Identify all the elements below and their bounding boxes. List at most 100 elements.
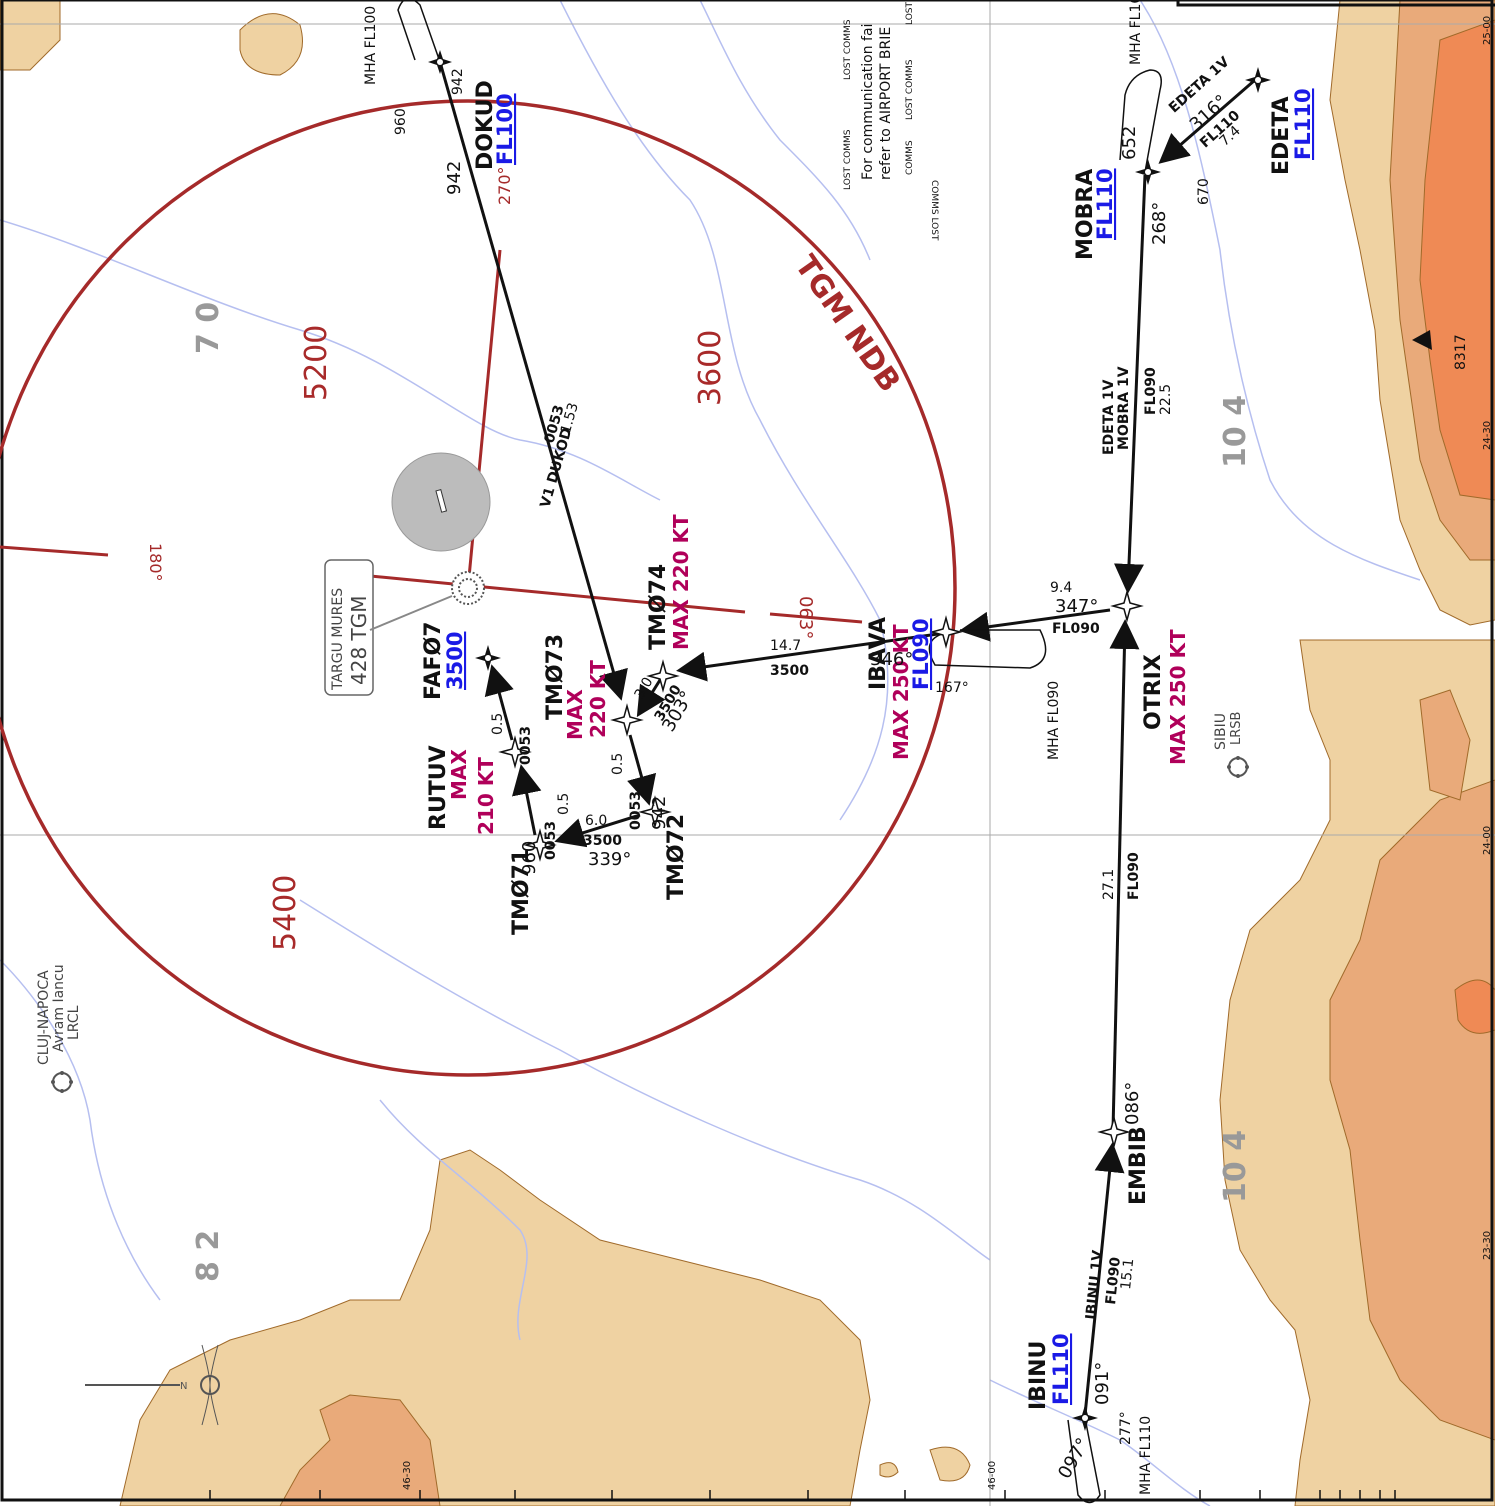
rutuv-spd2: 210 KT (474, 757, 498, 835)
rutuv-faf-dist: 0.5 (490, 713, 506, 735)
cluj-name2: Avram Iancu (51, 964, 67, 1052)
edeta-name: EDETA (1269, 96, 1294, 175)
tm071-elev: 960 (519, 841, 540, 875)
ibava-symbol (929, 615, 963, 649)
inset-box-edge (1176, 0, 1495, 7)
msa-5200: 5200 (299, 325, 334, 401)
tm073-tm072-val: 0053 (628, 791, 644, 830)
lost-comms-tag-1: LOST COMMS (843, 129, 853, 190)
embib-otrix-dist: 27.1 (1101, 869, 1117, 900)
dokud-mha: MHA FL100 (363, 6, 379, 85)
grid-number-82: 8 2 (191, 1230, 226, 1282)
tm073-spd1: MAX (563, 689, 587, 740)
embib-otrix-fl: FL090 (1126, 852, 1142, 900)
rutuv-spd1: MAX (447, 749, 471, 800)
peak-marker (1412, 330, 1432, 350)
tm074-name: TMØ74 (646, 564, 671, 650)
cluj-icao: LRCL (66, 1005, 82, 1040)
fafo7-name: FAFØ7 (421, 621, 446, 700)
ibinu-mha: MHA FL110 (1138, 1416, 1154, 1495)
rutuv-faf-val: 0053 (518, 726, 534, 765)
tm073-name: TMØ73 (543, 634, 568, 720)
sibiu-name: SIBIU (1213, 713, 1229, 750)
tm072-tm071-dist: 6.0 (585, 813, 607, 829)
tm074-spd: MAX 220 KT (669, 514, 693, 650)
targu-mures-ident: 428 TGM (347, 595, 371, 685)
ndb-name: TGM NDB (788, 249, 907, 399)
otrix-symbol (1110, 589, 1144, 623)
dokud-elev-1: 942 (450, 68, 466, 95)
tm073-tm072-dist: 0.5 (610, 753, 626, 775)
mobra-name: MOBRA (1073, 169, 1098, 260)
ndb-radial-180: 180° (146, 543, 165, 582)
mobra-elev: 652 (1119, 126, 1140, 160)
tm072-tm071-brg: 339° (588, 849, 631, 870)
lost-comms-tag-5: LOST COMMS (905, 0, 915, 25)
edeta-elev: 670 (1196, 178, 1212, 205)
fafo7-alt: 3500 (443, 632, 467, 690)
ibinu-leg-brg: 091° (1092, 1362, 1113, 1405)
ibinu-hold-brg2: 277° (1118, 1411, 1134, 1445)
holding-patterns (397, 0, 1162, 1504)
ndb-radial-063: 063° (795, 596, 816, 639)
lost-comms-line1: For communication fai (860, 24, 876, 180)
mobra-symbol (1135, 159, 1161, 185)
grid-number-104a: 10 4 (1218, 395, 1253, 468)
peak-elev: 8317 (1453, 334, 1469, 370)
grid-number-104b: 10 4 (1218, 1130, 1253, 1203)
msa-5400: 5400 (268, 875, 303, 951)
lost-comms-tag-3: COMMS (905, 140, 915, 175)
mobra-otrix-dist: 22.5 (1158, 384, 1174, 415)
tm073-symbol (610, 703, 644, 737)
otrix-ibava-fl: FL090 (1052, 621, 1100, 637)
ibinu-hold-brg1: 097° (1054, 1434, 1094, 1482)
tgm-ndb-circle (0, 99, 957, 1077)
tm072-symbol (638, 795, 672, 829)
edeta-symbol (1245, 67, 1271, 93)
sibiu-airport-icon (1227, 756, 1249, 778)
lost-comms-tag-4: LOST COMMS (905, 59, 915, 120)
sibiu-icao: LRSB (1229, 712, 1244, 745)
lost-comms-line2: refer to AIRPORT BRIE (878, 27, 894, 180)
ibinu-leg-name: IBINU 1V (1083, 1249, 1106, 1320)
otrix-ibava-mha: MHA FL090 (1046, 681, 1062, 760)
dokud-name: DOKUD (473, 80, 498, 170)
ibava-fl: FL090 (909, 618, 933, 690)
msa-3600: 3600 (693, 330, 728, 406)
grid-edge-4600: 46-00 (987, 1461, 998, 1490)
grid-number-70: 7 0 (191, 302, 226, 354)
embib-symbol (1097, 1115, 1131, 1149)
tm071-rutuv-val: 0053 (543, 821, 559, 860)
routes (438, 61, 1256, 1416)
ibinu-leg-dist: 15.1 (1118, 1258, 1137, 1291)
otrix-name: OTRIX (1141, 654, 1166, 730)
tm071-name: TMØ71 (509, 849, 534, 935)
tm072-tm071-alt: 3500 (583, 833, 622, 849)
otrix-spd: MAX 250 KT (1166, 629, 1190, 765)
ibava-tm074-alt: 3500 (770, 663, 809, 679)
tm073-spd2: 220 KT (586, 660, 610, 738)
otrix-ibava-dist: 9.4 (1050, 580, 1072, 596)
grid-edge-4630: 46-30 (402, 1461, 413, 1490)
mobra-fl: FL110 (1093, 168, 1117, 240)
ndb-radial-270: 270° (495, 166, 514, 205)
mobra-mha: MHA FL100 (1128, 0, 1144, 65)
bottom-tick-marks (209, 1490, 1396, 1500)
mobra-otrix-name2: MOBRA 1V (1116, 366, 1132, 450)
mobra-otrix-fl: FL090 (1143, 367, 1159, 415)
grid-edge-2330: 23-30 (1482, 1231, 1493, 1260)
dokud-elev-2: 942 (444, 161, 465, 195)
otrix-ibava-brg: 347° (1055, 596, 1098, 617)
ibinu-leg-fl: FL090 (1103, 1256, 1124, 1305)
edeta-fl: FL110 (1291, 88, 1315, 160)
mobra-otrix-brg: 268° (1149, 202, 1170, 245)
waypoint-symbols (428, 50, 1271, 1431)
tm074-tm073-dist: 3.0 (632, 675, 657, 702)
embib-otrix-brg: 086° (1122, 1082, 1143, 1125)
targu-mures-name: TARGU MURES (330, 588, 346, 691)
cluj-airport-icon (51, 1071, 73, 1093)
rivers-layer (0, 0, 1421, 1506)
